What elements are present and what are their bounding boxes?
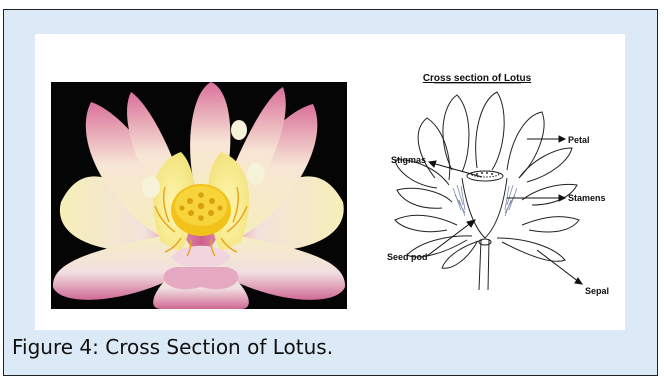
stamens-hatching	[453, 185, 517, 216]
figure-panel: Cross section of Lotus	[3, 9, 658, 376]
lotus-photo	[51, 82, 347, 309]
label-stamens: Stamens	[568, 193, 606, 203]
label-petal: Petal	[568, 135, 590, 145]
lotus-flower-illustration	[51, 82, 347, 309]
label-stigmas: Stigmas	[391, 155, 426, 165]
label-seed-pod: Seed pod	[387, 252, 428, 262]
figure-caption: Figure 4: Cross Section of Lotus.	[12, 335, 333, 359]
figure-image-area: Cross section of Lotus	[35, 34, 625, 330]
diagram-title: Cross section of Lotus	[423, 73, 532, 84]
label-sepal: Sepal	[585, 286, 609, 296]
cross-section-diagram: Cross section of Lotus	[357, 60, 619, 306]
label-arrows	[427, 136, 582, 284]
